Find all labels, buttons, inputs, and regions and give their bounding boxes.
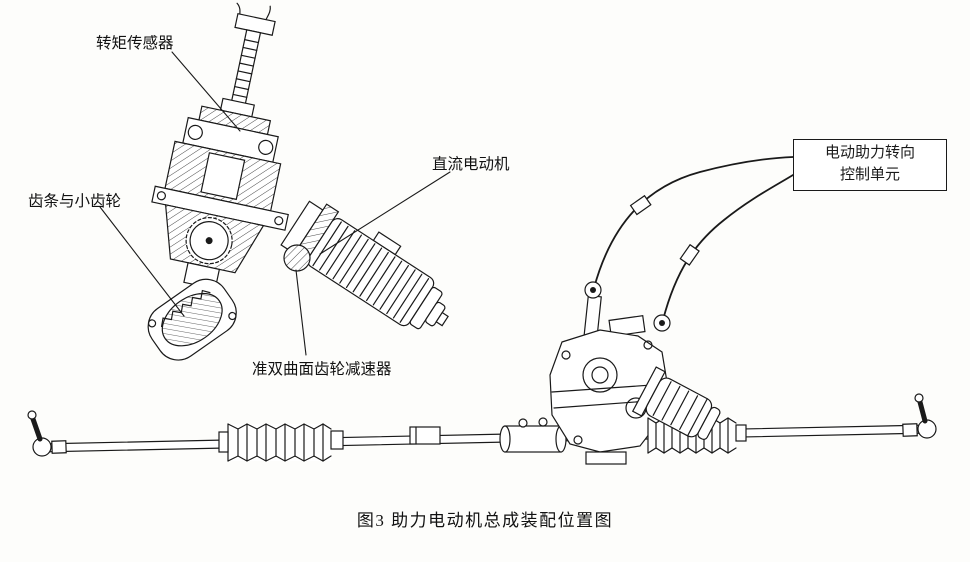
control-unit-pipes [584,156,794,332]
label-hypoid-gear-reducer: 准双曲面齿轮减速器 [252,361,392,378]
leader-lines [99,51,451,356]
pipe-fitting [679,243,700,266]
assist-motor [631,366,721,440]
label-torque-sensor: 转矩传感器 [96,35,174,52]
leader-dc-motor [319,171,451,255]
leader-torque-sensor [171,51,241,132]
cross-section-assembly [147,2,449,361]
leader-rack-and-pinion [99,206,185,317]
label-rack-and-pinion: 齿条与小齿轮 [28,193,122,210]
label-dc-motor: 直流电动机 [432,156,510,173]
pipe-fitting [629,194,652,216]
rack-pinion-section [147,278,237,361]
figure-caption: 图3 助力电动机总成装配位置图 [356,511,614,530]
hypoid-gear [283,244,311,272]
steering-rack-assembly [27,294,937,465]
control-unit-box: 电动助力转向 控制单元 [793,139,947,191]
control-unit-label-line2: 控制单元 [839,167,900,183]
dc-motor-body [280,200,449,330]
leader-hypoid-reducer [295,269,307,356]
control-unit-label-line1: 电动助力转向 [824,145,915,162]
